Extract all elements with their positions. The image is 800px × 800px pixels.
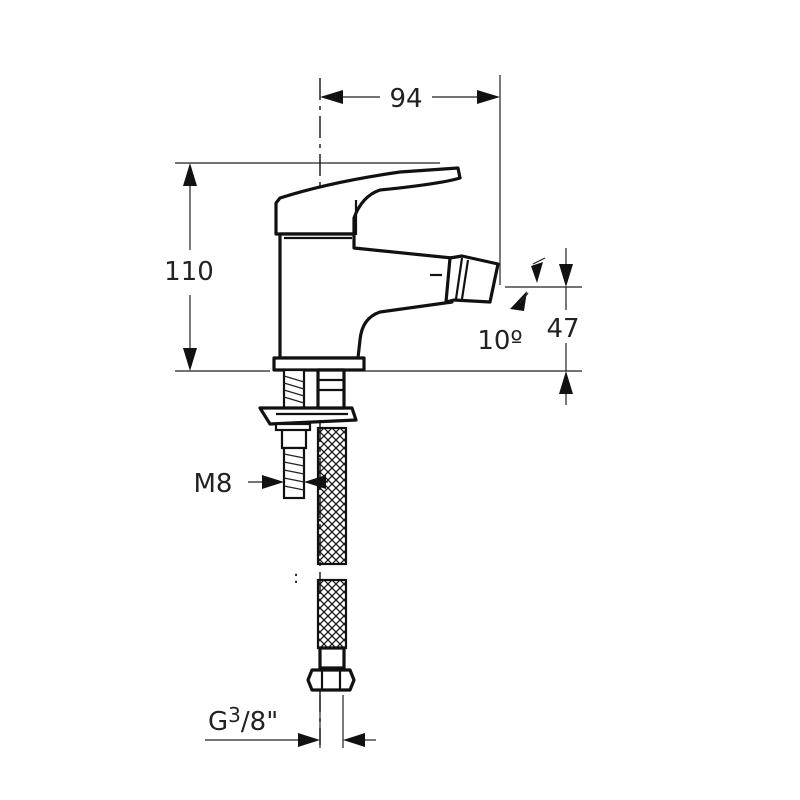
hose-connector-top [316,368,346,410]
hose-end-nut [306,646,356,692]
dimension-angle-label: 10º [477,326,522,356]
dimension-g-thread: G3/8" [205,695,376,748]
dimension-47-label: 47 [546,314,579,344]
mounting-plate [258,406,358,432]
g-thread-suffix: /8" [241,707,278,737]
dimension-m8-label: M8 [194,469,233,499]
g-thread-prefix: G [208,707,228,737]
dimension-94-label: 94 [389,84,422,114]
dimension-94: 94 [320,75,501,285]
spout-nozzle [444,254,500,304]
threaded-rod [280,368,308,500]
dimension-angle-10: 10º [477,257,546,356]
dimension-110-label: 110 [164,257,214,287]
svg-text:G3/8": G3/8" [208,703,278,737]
faucet-body [272,166,500,372]
dimension-110: 110 [164,162,440,372]
lever-handle [274,166,462,236]
g-thread-sup: 3 [228,703,241,727]
dimension-47: 47 [365,248,582,405]
flexible-hose: : [293,426,348,650]
dimension-m8: M8 [194,469,328,499]
mixer-body [278,232,454,360]
svg-text::: : [293,567,299,588]
